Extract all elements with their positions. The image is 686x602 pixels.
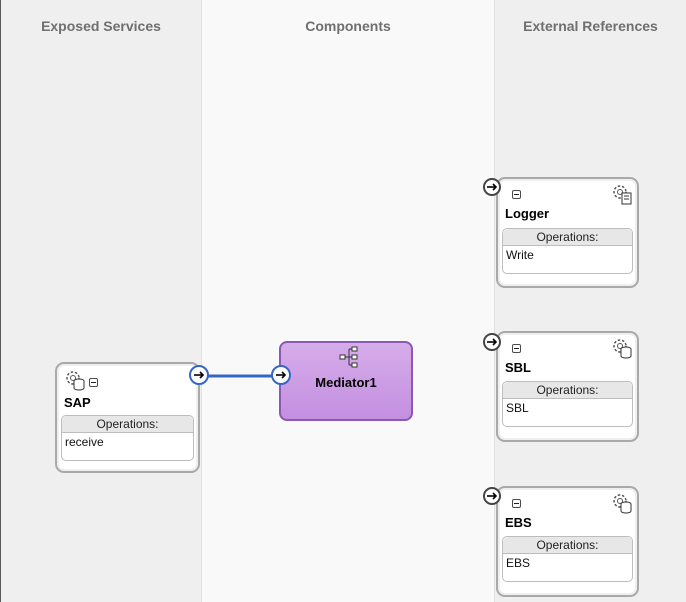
operations-label: Operations: xyxy=(62,416,193,433)
operations-box: Operations: SBL xyxy=(502,381,633,427)
operations-box: Operations: receive xyxy=(61,415,194,461)
gear-document-icon xyxy=(613,185,632,205)
mediator-component[interactable]: Mediator1 xyxy=(279,341,413,421)
reference-port-sbl[interactable] xyxy=(483,333,501,351)
reference-name: EBS xyxy=(505,515,532,530)
operation-item[interactable]: receive xyxy=(65,435,104,449)
collapse-button[interactable] xyxy=(512,344,521,353)
arrow-right-icon xyxy=(276,371,287,379)
arrow-right-icon xyxy=(487,338,498,346)
mediator-port[interactable] xyxy=(271,365,291,385)
collapse-button[interactable] xyxy=(512,499,521,508)
arrow-right-icon xyxy=(487,492,498,500)
service-card-sap[interactable]: SAP Operations: receive xyxy=(55,362,200,473)
operations-box: Operations: EBS xyxy=(502,536,633,582)
reference-port-logger[interactable] xyxy=(483,178,501,196)
gear-database-icon xyxy=(613,494,632,514)
operation-item[interactable]: SBL xyxy=(506,401,529,415)
reference-card-sbl[interactable]: SBL Operations: SBL xyxy=(496,331,639,442)
gear-database-icon xyxy=(66,371,85,391)
arrow-right-icon xyxy=(194,371,205,379)
reference-port-ebs[interactable] xyxy=(483,487,501,505)
gear-database-icon xyxy=(613,339,632,359)
operations-label: Operations: xyxy=(503,229,632,246)
reference-card-logger[interactable]: Logger Operations: Write xyxy=(496,177,639,288)
reference-card-ebs[interactable]: EBS Operations: EBS xyxy=(496,486,639,597)
service-port-sap[interactable] xyxy=(189,365,209,385)
reference-name: SBL xyxy=(505,360,531,375)
lane-exposed-services: Exposed Services xyxy=(0,0,201,602)
lane-components: Components xyxy=(201,0,495,602)
mediator-name: Mediator1 xyxy=(315,375,377,390)
operations-label: Operations: xyxy=(503,537,632,554)
lane-title-exposed-services: Exposed Services xyxy=(41,18,161,34)
lane-title-external-references: External References xyxy=(523,18,658,34)
operations-box: Operations: Write xyxy=(502,228,633,274)
reference-name: Logger xyxy=(505,206,550,221)
collapse-button[interactable] xyxy=(89,378,98,387)
operation-item[interactable]: EBS xyxy=(506,556,531,570)
operations-label: Operations: xyxy=(503,382,632,399)
lane-title-components: Components xyxy=(305,18,391,34)
service-name: SAP xyxy=(64,395,91,410)
arrow-right-icon xyxy=(487,183,498,191)
collapse-button[interactable] xyxy=(512,190,521,199)
operation-item[interactable]: Write xyxy=(506,248,534,262)
mediator-tree-icon xyxy=(339,346,358,368)
